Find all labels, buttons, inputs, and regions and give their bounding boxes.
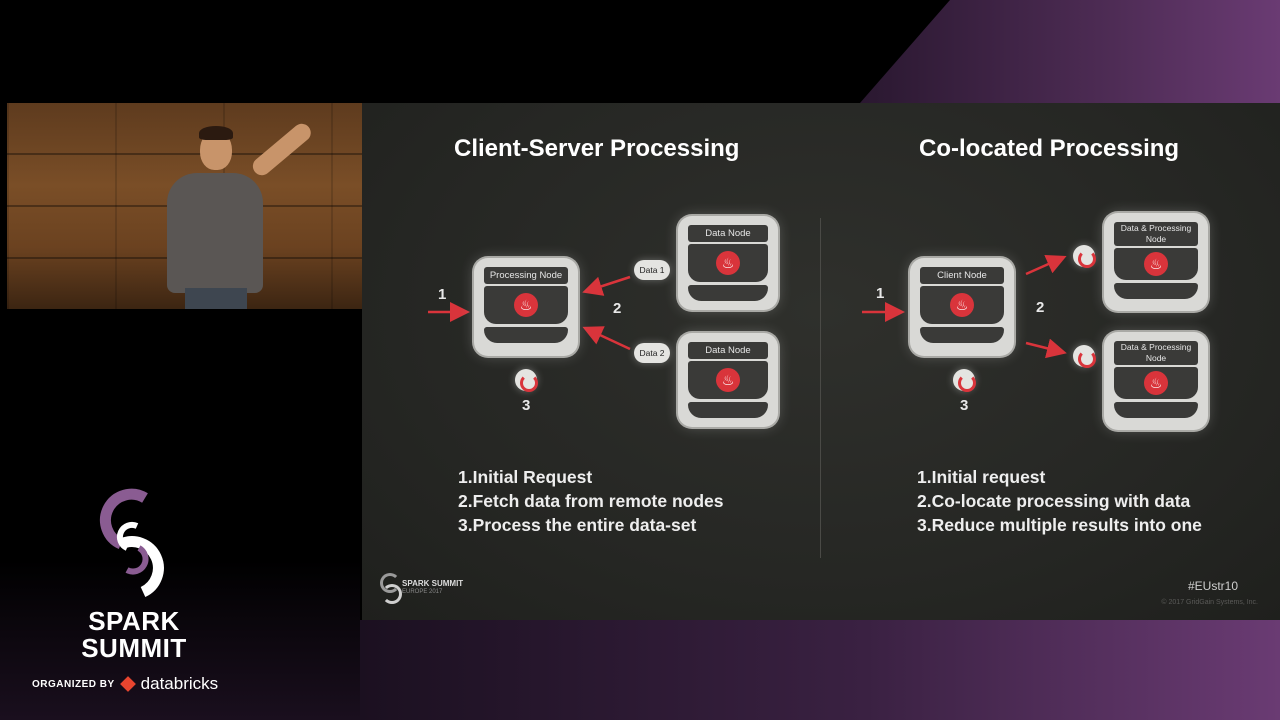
background-band-bottom — [360, 620, 1280, 720]
data-processing-node-1: Data & Processing Node ♨ — [1104, 213, 1208, 311]
flame-icon: ♨ — [1144, 371, 1168, 395]
spark-summit-title: SPARK SUMMIT — [81, 606, 187, 663]
organized-by-label: ORGANIZED BY — [32, 678, 115, 690]
arrow-icon — [582, 326, 631, 351]
step-2-number: 2 — [613, 300, 622, 317]
node-disk — [1114, 283, 1198, 299]
databricks-icon — [119, 676, 136, 692]
speaker-video — [7, 103, 362, 309]
node-disk: ♨ — [1114, 367, 1198, 399]
step-item: 1.Initial Request — [458, 467, 593, 487]
step-1-number: 1 — [438, 286, 447, 303]
slide-brand-subtitle: EUROPE 2017 — [402, 589, 443, 595]
step-3-number: 3 — [960, 397, 969, 414]
node-disk: ♨ — [1114, 248, 1198, 280]
arrow-icon — [582, 275, 631, 296]
speaker-body — [167, 173, 263, 293]
node-disk — [688, 402, 768, 418]
background-band-top — [860, 0, 1280, 103]
flame-icon: ♨ — [716, 251, 740, 275]
node-disk — [484, 327, 568, 343]
co-located-title: Co-located Processing — [919, 135, 1180, 162]
data-node-1: Data Node ♨ — [678, 216, 778, 310]
client-node-label: Client Node — [920, 267, 1004, 284]
presentation-slide: Client-Server Processing Co-located Proc… — [362, 103, 1280, 620]
data-processing-node-label: Data & Processing Node — [1114, 222, 1198, 246]
slide-brand: SPARK SUMMIT EUROPE 2017 — [380, 573, 463, 604]
speaker-hair — [199, 126, 233, 140]
refresh-icon — [1073, 345, 1096, 368]
slide-brand-text: SPARK SUMMIT EUROPE 2017 — [402, 579, 463, 595]
refresh-icon — [953, 369, 976, 392]
node-disk: ♨ — [688, 244, 768, 282]
step-item: 2.Co-locate processing with data — [917, 491, 1191, 511]
panel-divider — [820, 218, 821, 558]
speaker-legs — [185, 288, 247, 309]
hashtag: #EUstr10 — [1187, 579, 1238, 593]
step-item: 3.Process the entire data-set — [458, 515, 697, 535]
copyright: © 2017 GridGain Systems, Inc. — [1161, 599, 1258, 606]
flame-icon: ♨ — [514, 293, 538, 317]
co-located-steps: 1.Initial request 2.Co-locate processing… — [917, 465, 1202, 537]
client-server-title: Client-Server Processing — [454, 135, 740, 162]
speaker-arm — [249, 120, 315, 179]
spark-summit-logo-icon — [380, 573, 402, 604]
node-disk: ♨ — [920, 286, 1004, 324]
node-disk: ♨ — [688, 361, 768, 399]
client-server-steps: 1.Initial Request 2.Fetch data from remo… — [458, 465, 723, 537]
flame-icon: ♨ — [950, 293, 974, 317]
data-1-cloud: Data 1 — [634, 260, 670, 280]
step-item: 3.Reduce multiple results into one — [917, 515, 1202, 535]
flame-icon: ♨ — [1144, 252, 1168, 276]
data-node-label: Data Node — [688, 342, 768, 359]
background-band-left — [0, 560, 360, 720]
node-disk — [688, 285, 768, 301]
arrow-icon — [1025, 254, 1067, 276]
client-node: Client Node ♨ — [910, 258, 1014, 356]
refresh-icon — [515, 369, 538, 392]
data-2-cloud: Data 2 — [634, 343, 670, 363]
slide-brand-title: SPARK SUMMIT — [402, 579, 464, 588]
data-processing-node-label: Data & Processing Node — [1114, 341, 1198, 365]
processing-node-label: Processing Node — [484, 267, 568, 284]
node-disk — [920, 327, 1004, 343]
processing-node: Processing Node ♨ — [474, 258, 578, 356]
step-2-number: 2 — [1036, 299, 1045, 316]
organizer-name: databricks — [140, 674, 219, 693]
arrow-icon — [1025, 338, 1067, 359]
step-3-number: 3 — [522, 397, 531, 414]
data-node-2: Data Node ♨ — [678, 333, 778, 427]
step-item: 1.Initial request — [917, 467, 1046, 487]
node-disk: ♨ — [484, 286, 568, 324]
step-1-number: 1 — [876, 285, 885, 302]
flame-icon: ♨ — [716, 368, 740, 392]
data-processing-node-2: Data & Processing Node ♨ — [1104, 332, 1208, 430]
refresh-icon — [1073, 245, 1096, 268]
node-disk — [1114, 402, 1198, 418]
data-node-label: Data Node — [688, 225, 768, 242]
step-item: 2.Fetch data from remote nodes — [458, 491, 724, 511]
spark-summit-logo-icon — [100, 488, 164, 597]
arrows-layer — [428, 254, 1067, 359]
organized-by: ORGANIZED BY databricks — [32, 674, 218, 694]
